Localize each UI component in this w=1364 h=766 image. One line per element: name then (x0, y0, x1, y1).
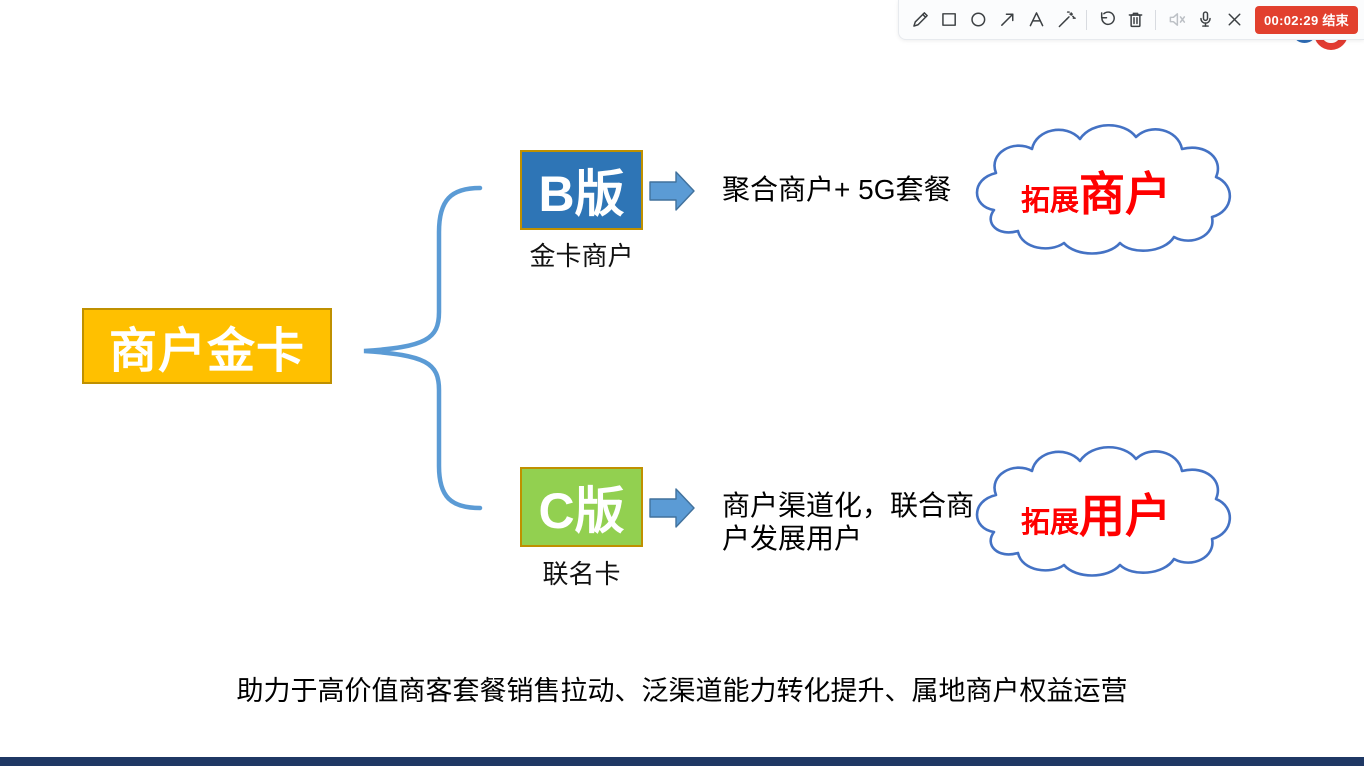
toolbar-divider (1085, 9, 1087, 30)
cloud-prefix-text: 拓展 (1020, 507, 1079, 539)
cloud-shape (975, 124, 1232, 255)
cloud-expand-merchants: 拓展商户 (964, 115, 1244, 263)
delete-tool-button[interactable] (1123, 5, 1147, 35)
rectangle-tool-button[interactable] (938, 5, 962, 35)
ellipse-icon (971, 12, 986, 27)
laser-pointer-icon (1058, 11, 1077, 28)
speaker-muted-icon (1169, 13, 1185, 26)
pencil-icon (913, 12, 929, 27)
cloud-emphasis-text: 商户 (1079, 168, 1171, 220)
speaker-muted-button[interactable] (1164, 5, 1188, 35)
right-arrow-icon (649, 171, 695, 211)
logo-red-ring (1314, 31, 1348, 50)
microphone-icon (1199, 11, 1211, 27)
cloud-shape (975, 446, 1232, 577)
recording-timer-end-button[interactable]: 00:02:29 结束 (1255, 5, 1358, 34)
node-version-b: B版 (520, 150, 643, 230)
close-icon (1228, 13, 1241, 26)
cloud-emphasis-text: 用户 (1079, 490, 1171, 542)
brace-connector (363, 185, 483, 511)
right-arrow-icon (649, 488, 695, 528)
caption-version-b: 金卡商户 (529, 241, 634, 271)
rectangle-icon (942, 13, 957, 26)
arrow-icon (1001, 13, 1014, 26)
undo-tool-button[interactable] (1094, 5, 1118, 35)
close-button[interactable] (1222, 5, 1246, 35)
text-icon (1029, 12, 1044, 27)
text-tool-button[interactable] (1025, 5, 1049, 35)
ellipse-tool-button[interactable] (967, 5, 991, 35)
root-node-merchant-gold-card: 商户金卡 (82, 308, 332, 384)
laser-pointer-tool-button[interactable] (1054, 5, 1078, 35)
toolbar-divider (1155, 9, 1157, 30)
pencil-tool-button[interactable] (909, 5, 933, 35)
caption-version-c: 联名卡 (542, 559, 621, 589)
microphone-button[interactable] (1193, 5, 1217, 35)
undo-icon (1100, 11, 1115, 26)
footer-accent-bar (0, 757, 1364, 766)
trash-icon (1128, 12, 1143, 28)
cloud-prefix-text: 拓展 (1020, 185, 1079, 217)
arrow-tool-button[interactable] (996, 5, 1020, 35)
node-version-c: C版 (520, 467, 643, 547)
cloud-expand-users: 拓展用户 (964, 437, 1244, 585)
annotation-toolbar: 00:02:29 结束 (898, 0, 1364, 40)
description-version-c: 商户渠道化，联合商户发展用户 (722, 490, 975, 554)
footer-note: 助力于高价值商客套餐销售拉动、泛渠道能力转化提升、属地商户权益运营 (236, 676, 1128, 706)
description-version-b: 聚合商户+ 5G套餐 (722, 174, 952, 205)
